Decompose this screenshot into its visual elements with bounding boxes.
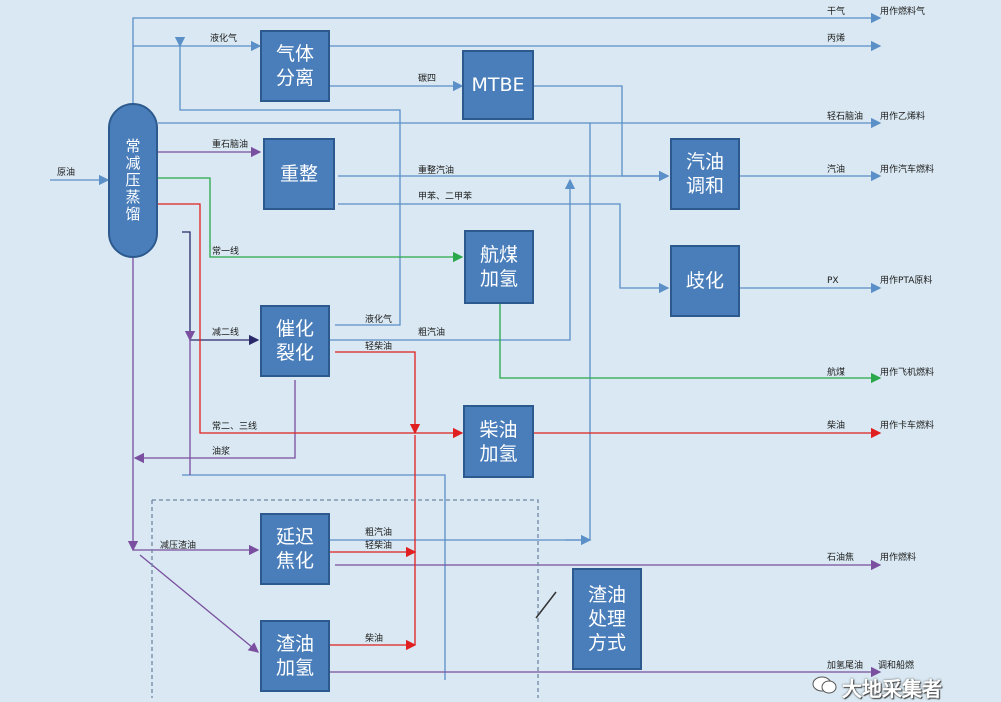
label-jet: 航煤 — [827, 368, 846, 378]
line-mtbe-to-blend — [533, 85, 670, 182]
label-diesel: 柴油 — [827, 421, 846, 431]
line-first-line — [158, 177, 464, 263]
label-use-marine: 调和船燃 — [878, 661, 915, 671]
label-use-fuel-gas: 用作燃料气 — [880, 7, 926, 17]
label-fcc-gasoline: 粗汽油 — [418, 328, 446, 338]
resid-hydrotreater[interactable]: 渣油 加氢 — [260, 620, 330, 692]
fcc-unit[interactable]: 催化 裂化 — [260, 305, 330, 377]
line-lpg-loop — [174, 36, 401, 326]
label-slurry: 油浆 — [212, 447, 231, 457]
label-use-truck: 用作卡车燃料 — [880, 421, 935, 431]
label-coker-naphtha: 粗汽油 — [365, 528, 393, 538]
wechat-icon — [812, 676, 837, 694]
line-vac-to-resid — [139, 554, 260, 653]
label-heavy-naphtha: 重石脑油 — [212, 140, 249, 150]
line-lco — [335, 351, 421, 435]
label-reformate: 重整汽油 — [418, 166, 455, 176]
label-use-car: 用作汽车燃料 — [880, 165, 935, 175]
jet-fuel-hydrotreater[interactable]: 航煤 加氢 — [464, 230, 534, 304]
label-propylene: 丙烯 — [827, 34, 846, 44]
label-crude: 原油 — [57, 168, 76, 178]
watermark: 大地采集者 — [842, 677, 942, 701]
label-use-pta: 用作PTA原料 — [880, 276, 933, 286]
label-use-ethylene: 用作乙烯料 — [880, 112, 926, 122]
pointer-line — [535, 591, 557, 619]
atm-vac-distillation-column[interactable]: 常减压蒸馏 — [108, 103, 158, 258]
label-c4: 碳四 — [418, 74, 437, 84]
label-vac-residue: 减压渣油 — [160, 541, 197, 551]
label-dry-gas: 干气 — [827, 7, 846, 17]
line-vac-heavy — [182, 231, 260, 346]
delayed-coker-unit[interactable]: 延迟 焦化 — [260, 513, 330, 585]
label-gasoline: 汽油 — [827, 165, 846, 175]
label-pet-coke: 石油焦 — [827, 553, 855, 563]
label-fcc-lpg: 液化气 — [365, 315, 393, 325]
label-first-line: 常一线 — [212, 247, 240, 257]
line-jet-out — [499, 304, 882, 384]
label-resid-diesel: 柴油 — [365, 634, 384, 644]
line-dry-gas — [132, 12, 882, 103]
reforming-unit[interactable]: 重整 — [263, 138, 335, 210]
line-coker-naphtha — [329, 123, 591, 541]
label-px: PX — [827, 276, 839, 286]
label-light-naphtha: 轻石脑油 — [827, 112, 864, 122]
line-txylene — [338, 203, 670, 294]
resid-processing-methods[interactable]: 渣油 处理 方式 — [572, 568, 642, 670]
line-fcc-gasoline — [329, 178, 576, 341]
line-slurry — [133, 380, 296, 464]
gas-separation-unit[interactable]: 气体 分离 — [260, 30, 330, 102]
label-use-fuel: 用作燃料 — [880, 553, 917, 563]
diesel-hydrotreater[interactable]: 柴油 加氢 — [463, 405, 534, 478]
label-coker-gasoil: 轻柴油 — [365, 541, 393, 551]
label-second-third: 常二、三线 — [212, 422, 258, 432]
label-hydro-tail: 加氢尾油 — [827, 661, 864, 671]
label-lco: 轻柴油 — [365, 342, 393, 352]
label-lpg: 液化气 — [210, 34, 238, 44]
resid-enclosure — [151, 499, 539, 698]
line-slurry-back — [182, 474, 446, 680]
gasoline-blending-unit[interactable]: 汽油 调和 — [670, 138, 740, 210]
label-vac-second: 减二线 — [212, 328, 240, 338]
label-toluene-xylene: 甲苯、二甲苯 — [418, 192, 473, 202]
mtbe-unit[interactable]: MTBE — [462, 50, 534, 120]
line-second-third — [158, 203, 464, 439]
label-use-aviation: 用作飞机燃料 — [880, 368, 935, 378]
atm-vac-label: 常减压蒸馏 — [123, 138, 142, 223]
disproportionation-unit[interactable]: 歧化 — [670, 245, 740, 317]
